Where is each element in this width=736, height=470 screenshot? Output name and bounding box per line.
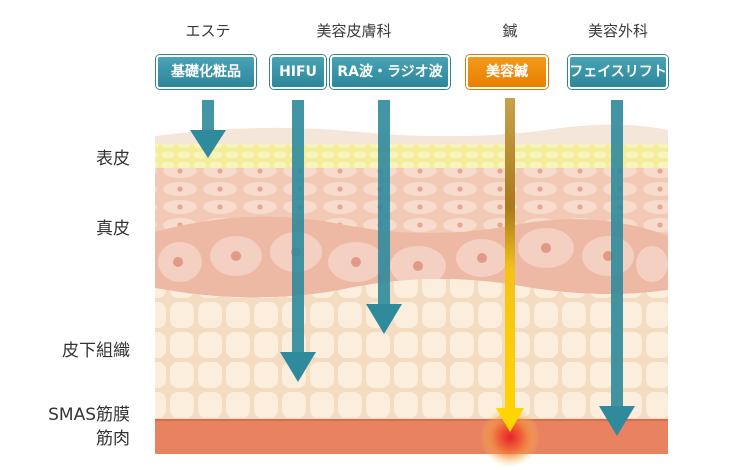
- label-smas: SMAS筋膜: [48, 405, 130, 425]
- badge-hifu: HIFU: [270, 55, 326, 89]
- category-cosmetic-dermatology: 美容皮膚科: [316, 22, 392, 40]
- muscle-layer: [155, 420, 668, 454]
- needle-glow: [480, 407, 540, 467]
- skin-surface: [155, 124, 668, 148]
- badge-base-cosmetics: 基礎化粧品: [156, 55, 256, 89]
- arrow-ra-wave: [366, 100, 402, 334]
- epidermis-layer: [155, 144, 668, 168]
- category-esthetic: エステ: [185, 22, 231, 40]
- label-epidermis: 表皮: [96, 149, 130, 169]
- category-needle: 鍼: [502, 22, 518, 40]
- badge-face-lift: フェイスリフト: [568, 55, 668, 89]
- badge-ra-wave: RA波・ラジオ波: [330, 55, 450, 89]
- category-cosmetic-surgery: 美容外科: [587, 22, 648, 40]
- arrow-face-lift: [599, 100, 635, 436]
- label-subcutaneous: 皮下組織: [62, 341, 130, 361]
- arrow-hifu: [280, 100, 316, 382]
- label-muscle: 筋肉: [96, 429, 130, 449]
- badge-beauty-needle: 美容鍼: [466, 55, 548, 89]
- arrow-base-cosmetics: [190, 100, 226, 158]
- needle-beauty: [496, 98, 524, 432]
- label-dermis: 真皮: [96, 219, 130, 239]
- subcutaneous-layer: [155, 278, 668, 420]
